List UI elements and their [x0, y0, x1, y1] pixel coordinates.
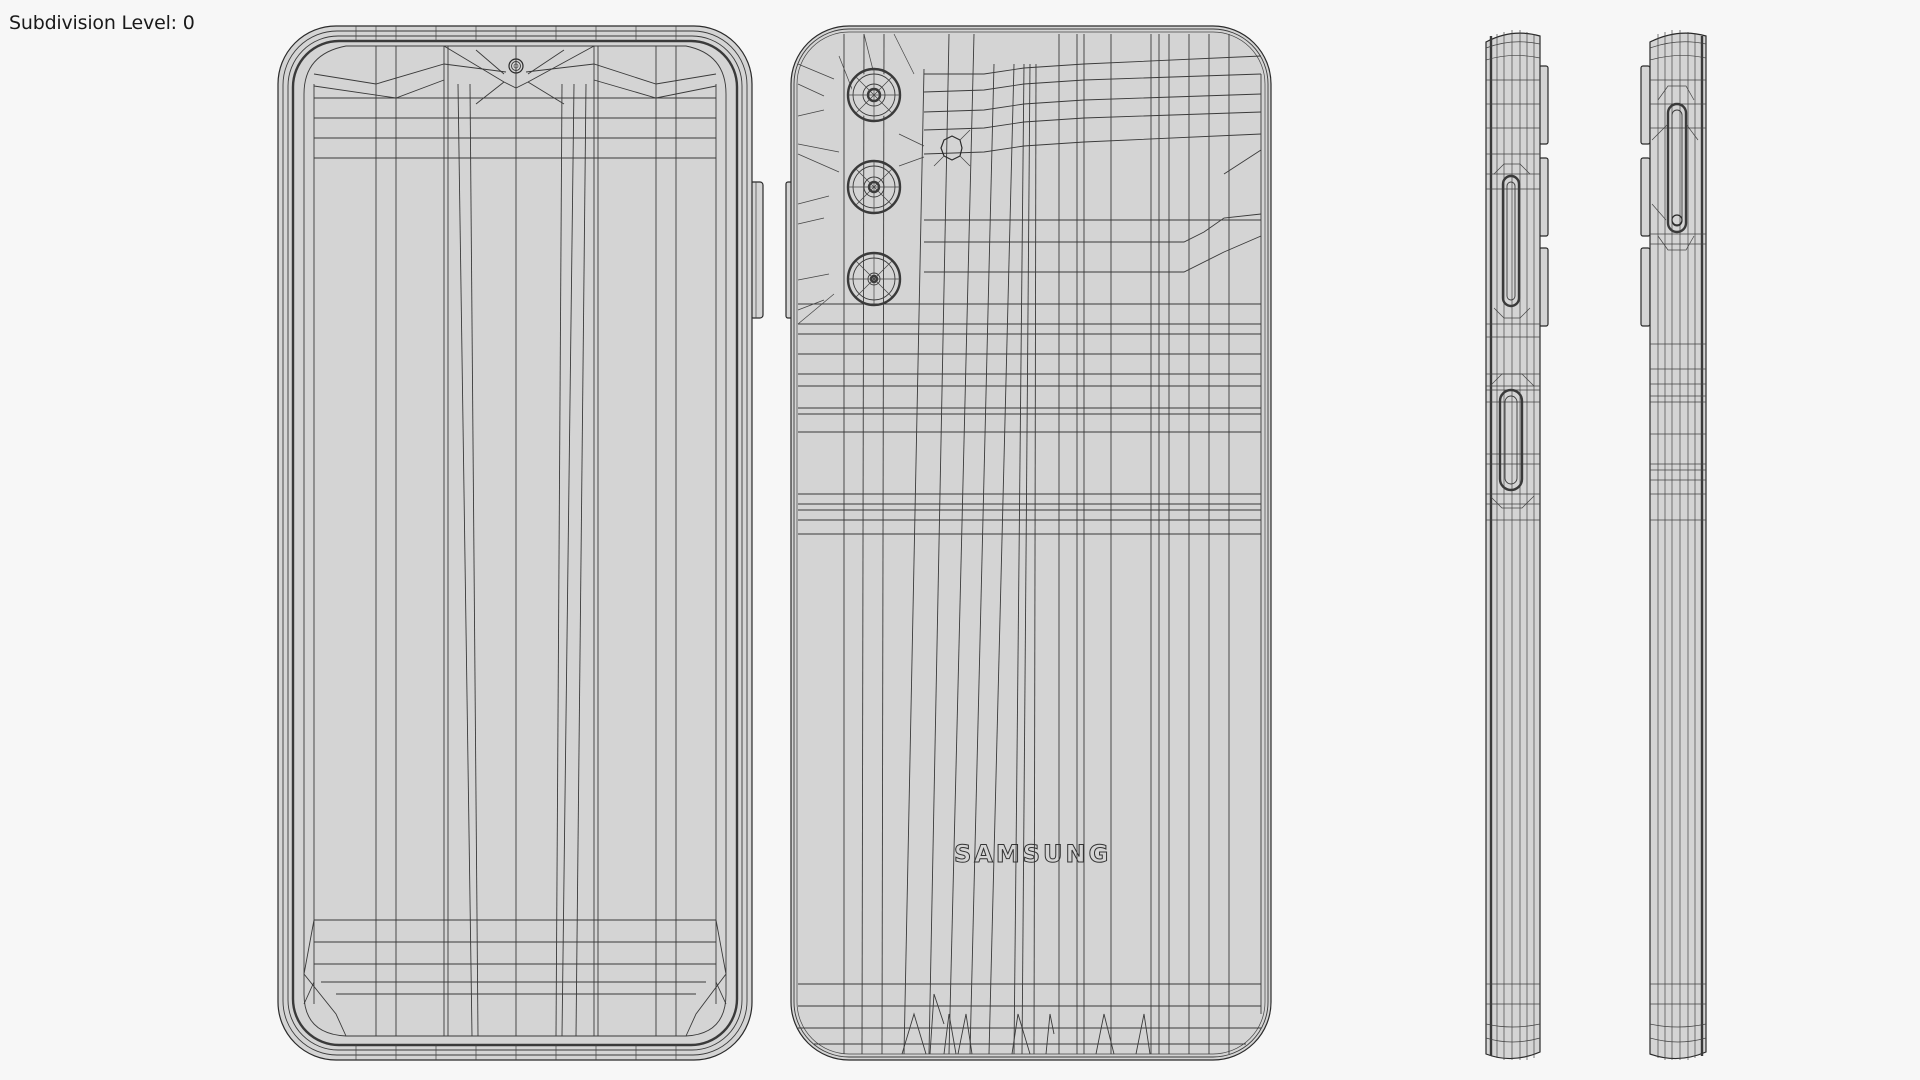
- sim-tray-slot: [1651, 85, 1699, 251]
- led-flash: [933, 129, 971, 167]
- rear-camera-2: [846, 159, 902, 215]
- front-wireframe: [277, 25, 764, 1061]
- front-view-phone[interactable]: [276, 24, 766, 1064]
- side-slot-upper: [1493, 163, 1531, 319]
- side-view-right[interactable]: [1482, 24, 1552, 1064]
- side-left-wireframe: [1640, 30, 1707, 1060]
- side-slot-lower: [1489, 373, 1535, 509]
- side-right-wireframe: [1485, 30, 1549, 1060]
- rear-camera-3: [846, 251, 902, 307]
- back-wireframe: [785, 25, 1272, 1061]
- back-view-phone[interactable]: SAMSUNG: [784, 24, 1274, 1064]
- subdivision-level-label: Subdivision Level: 0: [9, 12, 195, 34]
- rear-camera-1: [846, 67, 902, 123]
- side-view-left[interactable]: [1638, 24, 1712, 1064]
- brand-logo: SAMSUNG: [953, 840, 1112, 869]
